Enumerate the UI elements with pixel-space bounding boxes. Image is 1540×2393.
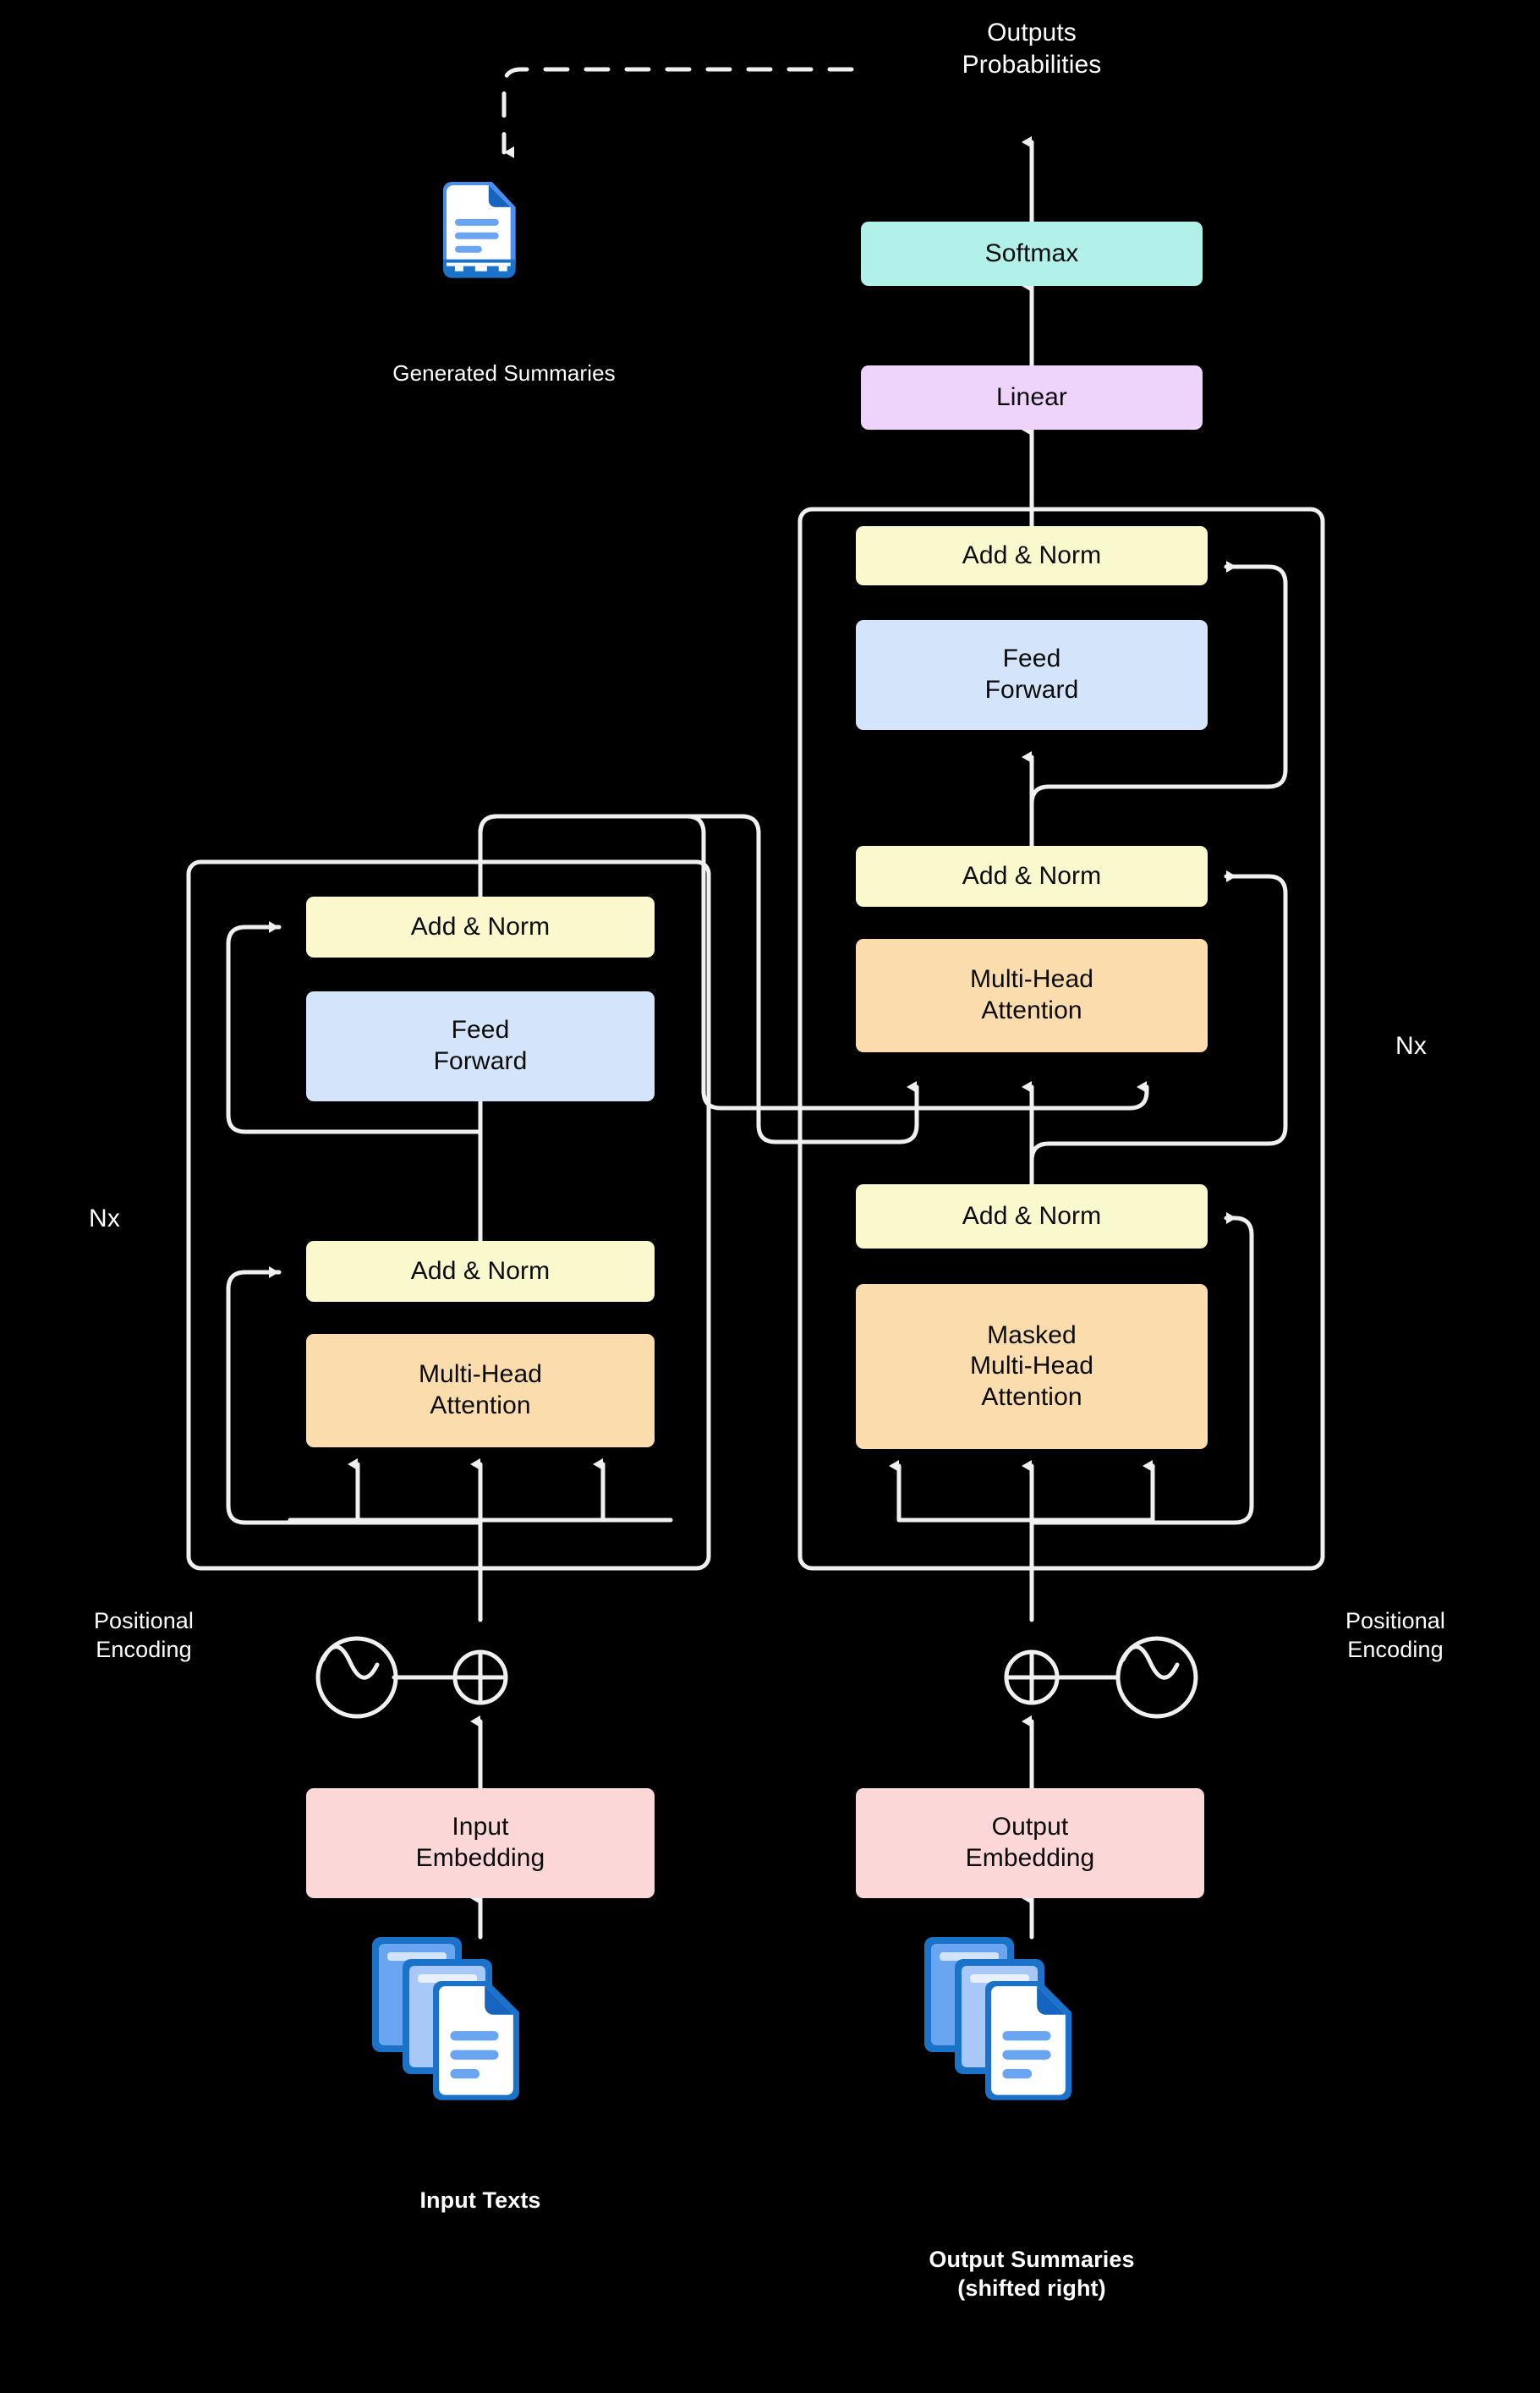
decoder-residual-1 <box>1029 1212 1254 1525</box>
encoder-pe-circle <box>315 1636 398 1719</box>
output-embedding-block[interactable]: Output Embedding <box>856 1788 1204 1898</box>
encoder-positional-encoding-label: Positional Encoding <box>93 1608 195 1662</box>
decoder-positional-encoding-label: Positional Encoding <box>1345 1608 1446 1662</box>
encoder-stack-border <box>186 859 711 1571</box>
decoder-multi-head-attention-block[interactable]: Multi-Head Attention <box>856 939 1208 1052</box>
decoder-nx-label: Nx <box>1395 1032 1428 1060</box>
decoder-stack-border <box>797 507 1325 1571</box>
feedback-dashed-connector <box>501 67 854 158</box>
decoder-add-norm-1-block[interactable]: Add & Norm <box>856 1184 1208 1249</box>
output-summaries-doc-stack-icon <box>924 1937 1071 2100</box>
encoder-residual-1 <box>226 1266 483 1525</box>
generated-summaries-label: Generated Summaries <box>392 360 616 386</box>
encoder-nx-label: Nx <box>89 1205 121 1232</box>
decoder-masked-multi-head-attention-block[interactable]: Masked Multi-Head Attention <box>856 1284 1208 1449</box>
decoder-residual-3 <box>1029 561 1288 853</box>
encoder-add-norm-2-block[interactable]: Add & Norm <box>306 897 655 958</box>
encoder-pe-wave <box>321 1644 380 1680</box>
decoder-residual-2 <box>1029 870 1288 1187</box>
linear-block[interactable]: Linear <box>861 365 1203 430</box>
input-texts-doc-stack-icon <box>372 1937 519 2100</box>
generated-summaries-doc-icon <box>443 182 516 278</box>
input-embedding-block[interactable]: Input Embedding <box>306 1788 655 1898</box>
decoder-feed-forward-block[interactable]: Feed Forward <box>856 620 1208 730</box>
decoder-pe-wave <box>1121 1644 1180 1680</box>
softmax-block[interactable]: Softmax <box>861 222 1203 286</box>
encoder-multi-head-attention-block[interactable]: Multi-Head Attention <box>306 1334 655 1447</box>
encoder-residual-2 <box>226 921 483 1134</box>
encoder-to-decoder-bridge-2 <box>478 814 1149 1111</box>
encoder-feed-forward-block[interactable]: Feed Forward <box>306 991 655 1101</box>
encoder-add-norm-1-block[interactable]: Add & Norm <box>306 1241 655 1302</box>
outputs-probabilities-label: Outputs Probabilities <box>962 19 1102 79</box>
input-texts-label: Input Texts <box>419 2187 541 2213</box>
decoder-add-norm-2-block[interactable]: Add & Norm <box>856 846 1208 907</box>
output-summaries-label: Output Summaries (shifted right) <box>929 2247 1135 2301</box>
decoder-add-norm-3-block[interactable]: Add & Norm <box>856 526 1208 585</box>
